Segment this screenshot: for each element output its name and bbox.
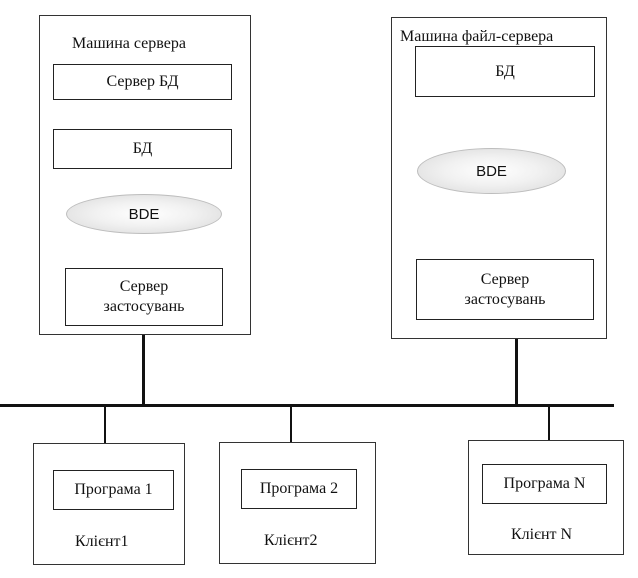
server-machine-frame	[39, 15, 251, 335]
app-server-box: Сервер застосувань	[65, 268, 223, 326]
server-connector	[142, 335, 145, 406]
client1-connector	[104, 407, 106, 443]
network-bus	[0, 404, 614, 407]
server-machine-title: Машина сервера	[72, 35, 186, 52]
clientN-connector	[548, 407, 550, 440]
client1-frame	[33, 443, 185, 565]
file-server-machine-title: Машина файл-сервера	[400, 28, 554, 45]
file-server-connector	[515, 339, 518, 405]
client2-connector	[290, 407, 292, 442]
file-server-machine-frame	[391, 17, 607, 339]
clientN-frame	[468, 440, 624, 555]
file-bde-ellipse: BDE	[417, 148, 566, 194]
client2-label: Клієнт2	[264, 532, 318, 549]
db-server-box: Сервер БД	[53, 64, 232, 100]
client2-frame	[219, 442, 376, 564]
clientN-label: Клієнт N	[511, 526, 573, 543]
client2-program-box: Програма 2	[241, 469, 357, 509]
file-db-box: БД	[415, 46, 595, 97]
client1-label: Клієнт1	[75, 533, 129, 550]
file-app-server-box: Сервер застосувань	[416, 259, 594, 320]
clientN-program-box: Програма N	[482, 464, 607, 504]
bde-ellipse: BDE	[66, 194, 222, 234]
client1-program-box: Програма 1	[53, 470, 174, 510]
db-box: БД	[53, 129, 232, 169]
